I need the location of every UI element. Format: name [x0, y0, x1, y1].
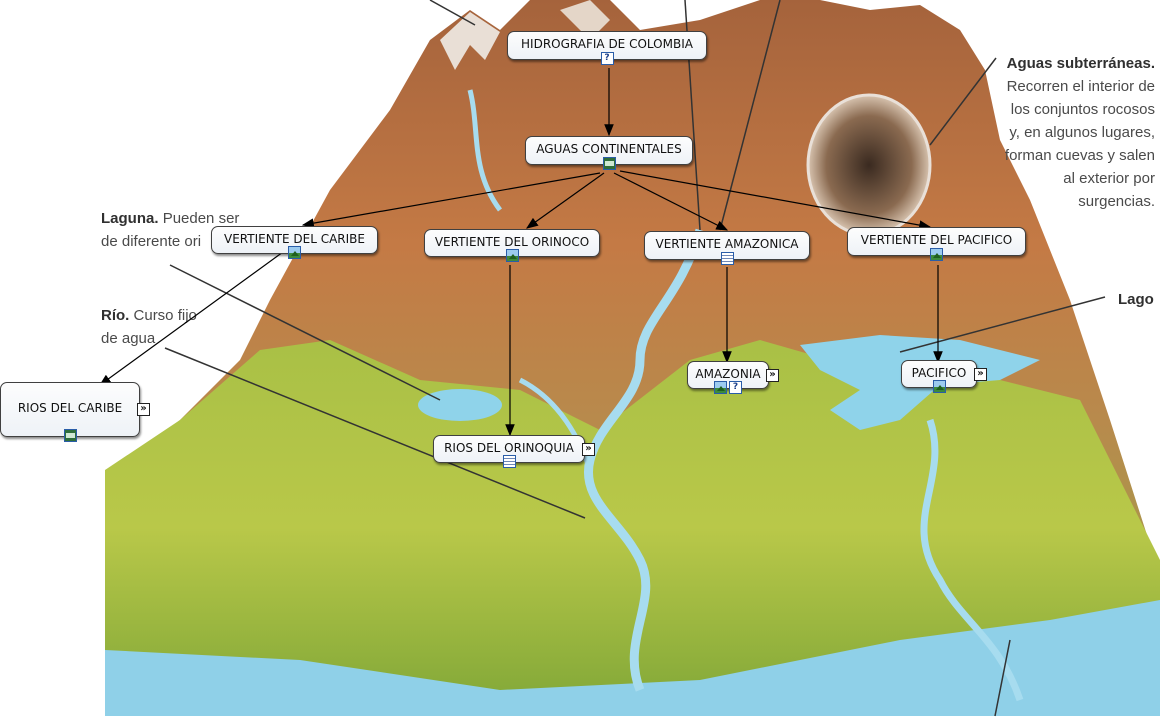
expand-button[interactable]: » — [582, 443, 595, 456]
node-rios-del-caribe[interactable]: RIOS DEL CARIBE — [0, 382, 140, 442]
river-path — [584, 228, 705, 692]
laguna-text: Pueden ser — [162, 210, 240, 227]
node-vertiente-del-pacifico[interactable]: VERTIENTE DEL PACIFICO — [847, 227, 1026, 261]
laguna-shape — [418, 389, 502, 421]
node-label: AGUAS CONTINENTALES — [536, 142, 682, 156]
rio-label: Río. Curso fijo de agua — [101, 304, 197, 350]
leader-line — [429, 0, 476, 26]
laguna-text-line2: de diferente ori — [101, 233, 202, 250]
node-label: RIOS DEL CARIBE — [17, 401, 123, 415]
document-icon[interactable] — [720, 252, 734, 265]
aguas-subterraneas-label: Aguas subterráneas. Recorren el interior… — [960, 52, 1155, 213]
subterraneas-line: Recorren el interior de — [1006, 78, 1155, 95]
node-label: PACIFICO — [911, 366, 967, 380]
rio-title: Río. — [101, 307, 130, 324]
lowland-shape — [105, 340, 1160, 716]
subterraneas-line: al exterior por — [1063, 170, 1155, 187]
cave-illustration — [806, 93, 932, 237]
laguna-title: Laguna. — [101, 210, 159, 227]
expand-button[interactable]: » — [766, 369, 779, 382]
ocean-shape — [105, 600, 1160, 716]
subterraneas-line: los conjuntos rocosos — [1010, 101, 1155, 118]
lago-label: Lago — [1118, 288, 1154, 311]
lago-title: Lago — [1118, 291, 1154, 308]
help-icon[interactable]: ? — [600, 52, 614, 65]
node-label: VERTIENTE DEL PACIFICO — [860, 233, 1013, 247]
node-label: HIDROGRAFIA DE COLOMBIA — [521, 37, 693, 51]
node-vertiente-del-orinoco[interactable]: VERTIENTE DEL ORINOCO — [424, 229, 600, 262]
image-icon[interactable] — [930, 248, 943, 261]
node-amazonia[interactable]: AMAZONIA ? — [687, 361, 769, 394]
laguna-label: Laguna. Pueden ser de diferente ori — [101, 207, 239, 253]
image-icon[interactable] — [932, 380, 946, 393]
node-label: RIOS DEL ORINOQUIA — [444, 441, 574, 455]
rio-text: Curso fijo — [133, 307, 197, 324]
document-icon[interactable] — [502, 455, 516, 468]
aguas-subterraneas-title: Aguas subterráneas. — [1006, 55, 1155, 72]
subterraneas-line: forman cuevas y salen — [1004, 147, 1155, 164]
leader-line — [899, 296, 1106, 353]
subterraneas-line: y, en algunos lugares, — [1009, 124, 1155, 141]
river-path — [920, 418, 1024, 702]
node-label: VERTIENTE DEL CARIBE — [223, 232, 365, 246]
video-icon[interactable] — [63, 429, 77, 442]
node-hidrografia-de-colombia[interactable]: HIDROGRAFIA DE COLOMBIA ? — [507, 31, 707, 65]
expand-button[interactable]: » — [137, 403, 150, 416]
subterraneas-line: surgencias. — [1078, 193, 1155, 210]
rio-text-line2: de agua — [101, 330, 156, 347]
image-icon[interactable] — [505, 249, 519, 262]
node-rios-del-orinoquia[interactable]: RIOS DEL ORINOQUIA — [433, 435, 585, 468]
node-vertiente-amazonica[interactable]: VERTIENTE AMAZONICA — [644, 231, 810, 265]
video-icon[interactable] — [602, 157, 616, 170]
expand-button[interactable]: » — [974, 368, 987, 381]
leader-line — [994, 639, 1011, 717]
node-aguas-continentales[interactable]: AGUAS CONTINENTALES — [525, 136, 693, 170]
river-path — [518, 377, 593, 471]
snow-peak — [560, 0, 610, 40]
node-vertiente-del-caribe[interactable]: VERTIENTE DEL CARIBE — [211, 226, 378, 259]
node-pacifico[interactable]: PACIFICO — [901, 360, 977, 393]
image-icon[interactable] — [714, 381, 727, 394]
snow-peak — [440, 12, 500, 70]
node-label: AMAZONIA — [695, 367, 761, 381]
help-icon[interactable]: ? — [729, 381, 742, 394]
node-label: VERTIENTE DEL ORINOCO — [434, 235, 590, 249]
leader-line — [929, 57, 997, 146]
image-icon[interactable] — [288, 246, 301, 259]
node-label: VERTIENTE AMAZONICA — [655, 237, 799, 251]
